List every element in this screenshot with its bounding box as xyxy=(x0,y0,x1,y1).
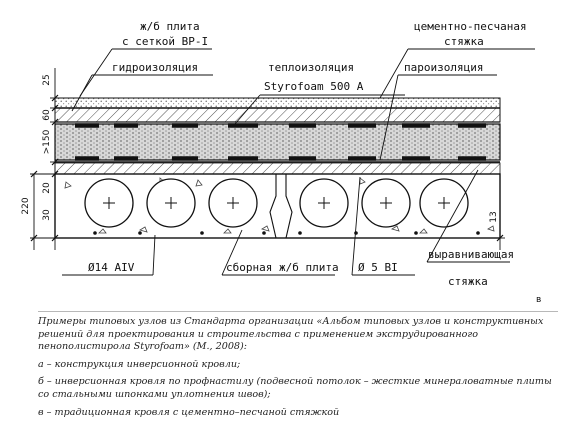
dim-13: 13 xyxy=(489,211,499,222)
insulation-joints xyxy=(75,123,486,161)
leader-lines xyxy=(62,48,535,276)
label-screed-1: цементно-песчаная xyxy=(414,20,527,33)
screed-layer xyxy=(54,97,501,109)
caption-item-b: б – инверсионная кровля по профнастилу (… xyxy=(38,376,552,400)
panel-letter: в xyxy=(536,295,541,305)
dim-220: 220 xyxy=(21,197,31,214)
slab-joint xyxy=(269,174,293,239)
roof-section-drawing: 25 60 >150 20 30 220 13 ж/б плита с сетк… xyxy=(21,20,541,305)
dim-20: 20 xyxy=(42,182,52,194)
caption-item-a: а – конструкция инверсионной кровли; xyxy=(38,358,241,370)
caption-intro: Примеры типовых узлов из Стандарта орган… xyxy=(38,316,544,353)
dim-60: 60 xyxy=(42,109,52,121)
label-vapor-barrier: пароизоляция xyxy=(404,61,483,74)
dim-25: 25 xyxy=(42,74,52,85)
dimension-ticks xyxy=(30,94,504,242)
label-precast-slab: сборная ж/б плита xyxy=(226,261,339,274)
label-screed-2: стяжка xyxy=(444,35,484,48)
leveling-screed-layer xyxy=(54,162,501,175)
label-slab-with-mesh-1: ж/б плита xyxy=(140,20,200,33)
rc-slab-layer xyxy=(54,107,501,123)
dim-150: >150 xyxy=(42,129,52,154)
dim-30: 30 xyxy=(42,209,52,221)
label-insulation-1: теплоизоляция xyxy=(268,61,354,74)
label-rebar-14: Ø14 AIV xyxy=(88,261,135,274)
label-insulation-2: Styrofoam 500 A xyxy=(264,80,364,93)
label-waterproofing: гидроизоляция xyxy=(112,61,198,74)
caption-item-c: в – традиционная кровля с цементно–песча… xyxy=(38,406,340,418)
label-slab-with-mesh-2: с сеткой ВР-I xyxy=(122,35,208,48)
label-leveling-2: стяжка xyxy=(448,275,488,288)
insulation-layer xyxy=(54,123,501,161)
label-rebar-5: Ø 5 BI xyxy=(358,261,398,274)
figure-caption: Примеры типовых узлов из Стандарта орган… xyxy=(38,316,558,419)
caption-top-rule xyxy=(38,311,558,312)
label-leveling-1: выравнивающая xyxy=(428,248,514,261)
void-centre-marks xyxy=(103,197,450,209)
